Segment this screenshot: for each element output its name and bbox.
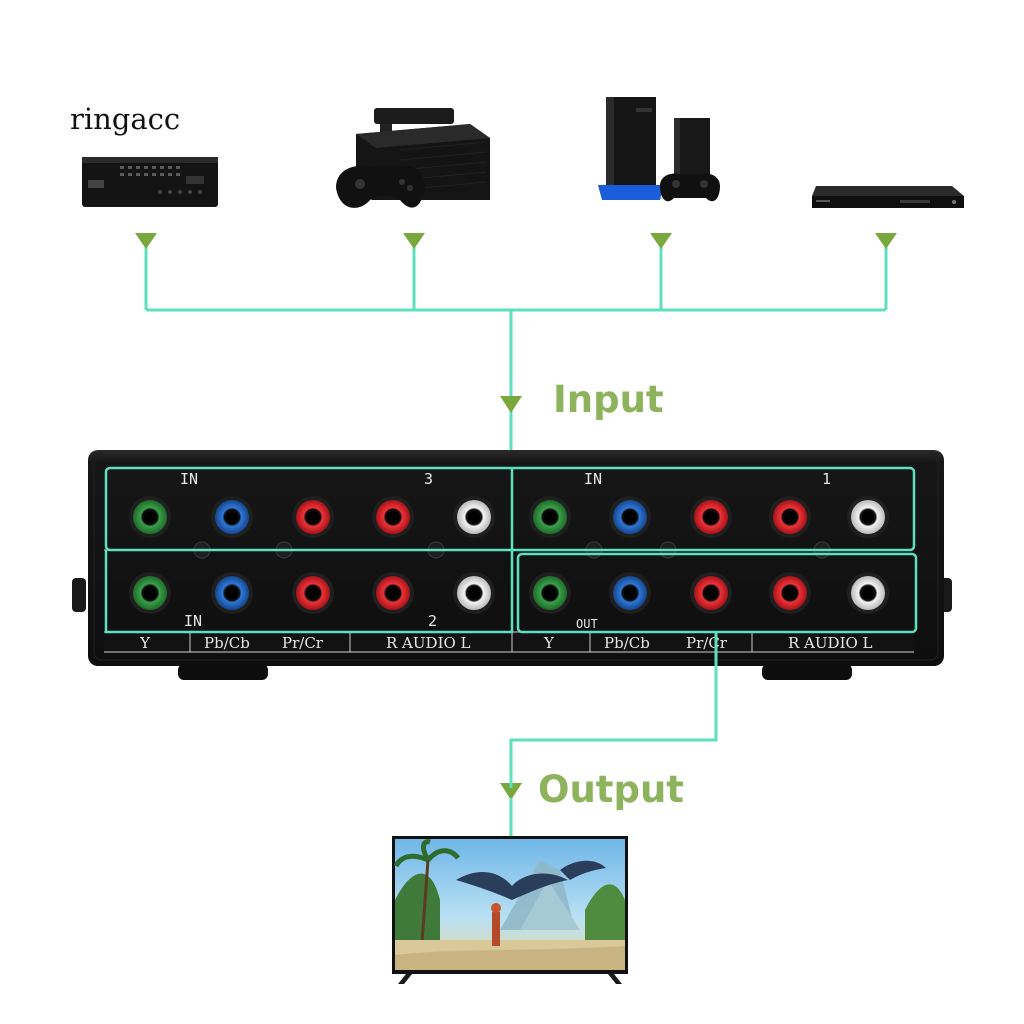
arrow-down-icon: [875, 233, 897, 249]
input-label: Input: [553, 378, 664, 421]
in-label-bottom-left: IN: [184, 612, 202, 630]
number-1: 1: [822, 470, 831, 488]
input-arrow-icon: [500, 396, 522, 413]
television-icon: [392, 836, 628, 984]
brand-label: ringacc: [70, 102, 181, 136]
label-pr-right: Pr/Cr: [686, 634, 728, 652]
label-pr-left: Pr/Cr: [282, 634, 324, 652]
input-highlight-frames: [104, 466, 916, 634]
label-audio-right: R AUDIO L: [788, 634, 873, 652]
label-audio-left: R AUDIO L: [386, 634, 471, 652]
arrow-down-icon: [650, 233, 672, 249]
output-label: Output: [538, 768, 684, 811]
in-label-top-right: IN: [584, 470, 602, 488]
label-y-left: Y: [139, 634, 151, 652]
out-label: OUT: [576, 617, 598, 631]
output-arrow-icon: [500, 783, 522, 800]
set-top-box-icon: [82, 157, 218, 207]
arrow-down-icon: [403, 233, 425, 249]
input-connection-lines: [144, 246, 888, 470]
dvd-player-icon: [812, 186, 964, 208]
device-arrows: [135, 233, 897, 800]
output-connection-line: [509, 632, 718, 838]
label-pb-right: Pb/Cb: [604, 634, 650, 652]
jack-row-top: [129, 496, 889, 538]
arrow-down-icon: [135, 233, 157, 249]
game-console-xbox-icon: [336, 108, 490, 208]
jack-row-bottom: [129, 572, 889, 614]
number-2: 2: [428, 612, 437, 630]
label-pb-left: Pb/Cb: [204, 634, 250, 652]
game-console-playstation-icon: [598, 97, 720, 202]
component-switch: IN 3 IN 1 IN 2 OUT Y Pb/Cb Pr/Cr R AUDIO…: [72, 450, 952, 680]
number-3: 3: [424, 470, 433, 488]
in-label-top-left: IN: [180, 470, 198, 488]
label-y-right: Y: [543, 634, 555, 652]
